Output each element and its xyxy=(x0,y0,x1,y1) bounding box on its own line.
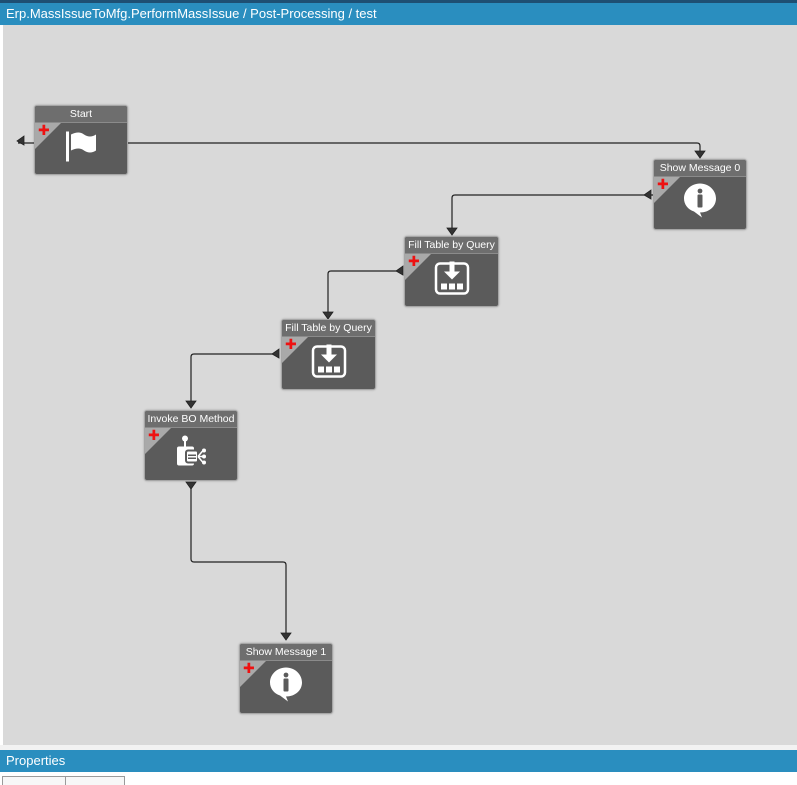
connector-fill1-to-fill2 xyxy=(327,270,397,314)
invoke-method-icon xyxy=(173,434,209,475)
flag-icon xyxy=(63,128,99,169)
connector-invoke-to-show1 xyxy=(190,488,287,635)
port-fill2 xyxy=(271,348,280,359)
node-title: Fill Table by Query xyxy=(282,320,375,337)
node-title: Start xyxy=(35,106,127,123)
arrow-into-show1 xyxy=(280,632,292,641)
node-corner xyxy=(240,661,266,687)
node-corner xyxy=(654,177,680,203)
node-fill-table-by-query-1[interactable]: Fill Table by Query ✚ xyxy=(404,236,499,307)
window-top-border xyxy=(0,0,797,3)
add-icon[interactable]: ✚ xyxy=(285,336,297,352)
add-icon[interactable]: ✚ xyxy=(38,122,50,138)
properties-panel-header: Properties xyxy=(0,750,797,772)
arrow-into-fill1 xyxy=(446,227,458,236)
add-icon[interactable]: ✚ xyxy=(657,176,669,192)
node-corner xyxy=(35,123,61,149)
connectors-layer xyxy=(16,135,706,641)
node-title: Show Message 1 xyxy=(240,644,332,661)
node-fill-table-by-query-2[interactable]: Fill Table by Query ✚ xyxy=(281,319,376,390)
add-icon[interactable]: ✚ xyxy=(148,427,160,443)
connector-fill2-to-invoke xyxy=(190,353,273,403)
port-invoke-out xyxy=(185,481,197,490)
info-bubble-icon xyxy=(268,666,304,709)
node-corner xyxy=(145,428,171,454)
fill-table-icon xyxy=(311,343,347,384)
connector-start-to-show0 xyxy=(18,142,701,153)
arrow-into-show0 xyxy=(694,150,706,159)
node-title: Show Message 0 xyxy=(654,160,746,177)
breadcrumb: Erp.MassIssueToMfg.PerformMassIssue / Po… xyxy=(0,3,797,25)
node-title: Fill Table by Query xyxy=(405,237,498,254)
fill-table-icon xyxy=(434,260,470,301)
node-start[interactable]: Start ✚ xyxy=(34,105,128,175)
panel-splitter[interactable] xyxy=(0,745,797,750)
add-icon[interactable]: ✚ xyxy=(408,253,420,269)
node-show-message-1[interactable]: Show Message 1 ✚ xyxy=(239,643,333,714)
node-corner xyxy=(405,254,431,280)
connector-show0-to-fill1 xyxy=(451,194,653,230)
node-corner xyxy=(282,337,308,363)
arrow-into-fill2 xyxy=(322,311,334,320)
info-bubble-icon xyxy=(682,182,718,225)
node-show-message-0[interactable]: Show Message 0 ✚ xyxy=(653,159,747,230)
arrow-into-invoke xyxy=(185,400,197,409)
node-title: Invoke BO Method xyxy=(145,411,237,428)
add-icon[interactable]: ✚ xyxy=(243,660,255,676)
workflow-canvas[interactable]: Start ✚ Show Message 0 ✚ Fill Table by Q… xyxy=(3,25,797,745)
port-show0 xyxy=(643,189,652,200)
port-start xyxy=(16,135,25,146)
port-fill1 xyxy=(395,265,404,276)
properties-panel-body xyxy=(0,772,797,781)
node-invoke-bo-method[interactable]: Invoke BO Method ✚ xyxy=(144,410,238,481)
